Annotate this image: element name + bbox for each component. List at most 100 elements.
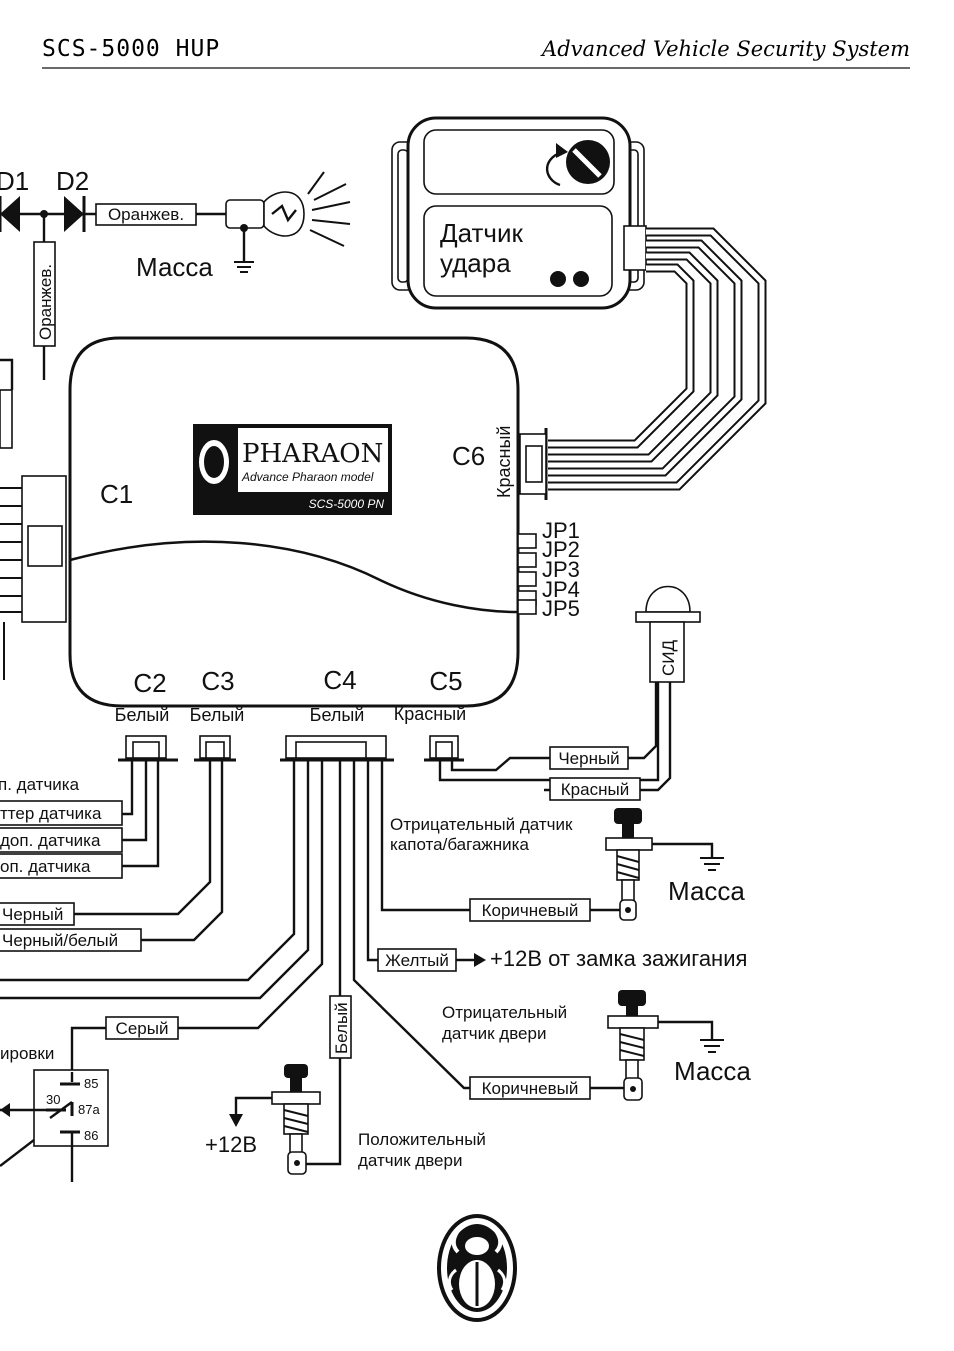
label-c5: C5 — [429, 666, 462, 696]
relay-pin-30: 30 — [46, 1092, 60, 1107]
jumper-jp1[interactable] — [517, 533, 537, 549]
wire-label-brown-2 — [469, 1076, 591, 1100]
hood-sensor-label-2: капота/багажника — [390, 835, 529, 854]
main-unit-body — [68, 336, 520, 708]
door-pos-label-1: Положительный — [358, 1130, 486, 1149]
c3-wires: Черный Черный/белый — [0, 760, 224, 952]
relay: ировки 85 30 87a 86 — [0, 1044, 109, 1182]
door-neg-label-1: Отрицательный — [442, 1003, 567, 1022]
shock-sensor-cable — [548, 227, 767, 491]
led-indicator: СИД — [635, 585, 701, 683]
c6-connector — [519, 428, 548, 500]
logo-brand: PHARAON — [242, 439, 383, 469]
logo-tagline: Advance Pharaon model — [241, 470, 374, 484]
positive-door-sensor: +12В Положительный датчик двери — [205, 1064, 486, 1175]
svg-text:Серый: Серый — [116, 1019, 169, 1038]
lamp-bulb-icon — [263, 191, 305, 237]
wire-label-brown-1 — [469, 898, 591, 922]
shock-sensor-led-1 — [550, 271, 566, 287]
jumper-jp2[interactable] — [517, 552, 537, 568]
wire-label-black-left — [0, 902, 75, 926]
pin-switch-icon — [614, 808, 642, 824]
jumper-jp5[interactable] — [517, 599, 537, 615]
shock-sensor-top-panel — [423, 129, 615, 195]
jumper-jp3[interactable] — [517, 571, 537, 587]
shock-sensor-connector — [623, 225, 647, 271]
wire-label-orange-h — [95, 203, 197, 226]
lamp: Масса — [136, 171, 351, 282]
svg-text:Коричневый: Коричневый — [482, 1079, 579, 1098]
wire-label-gray — [105, 1016, 179, 1040]
logo-model: SCS-5000 PN — [309, 497, 385, 511]
led-label: СИД — [659, 640, 678, 676]
wire-label-black — [549, 746, 629, 770]
svg-text:Черный: Черный — [558, 749, 619, 768]
arrow-left-icon — [0, 1103, 10, 1117]
label-door-ground: Масса — [674, 1056, 751, 1086]
jumper-block: JP1 JP2 JP3 JP4 JP5 — [517, 518, 580, 621]
wire-label-yellow — [377, 948, 457, 972]
left-label-3: доп. датчика — [0, 831, 101, 850]
label-plus12: +12В — [205, 1132, 257, 1157]
hood-sensor: Отрицательный датчик капота/багажника Ма… — [390, 808, 745, 921]
pin-switch-icon — [284, 1064, 308, 1078]
left-label-2: ттер датчика — [0, 804, 102, 823]
svg-text:Желтый: Желтый — [385, 951, 449, 970]
label-hood-ground: Масса — [668, 876, 745, 906]
pin-switch-icon — [618, 990, 646, 1006]
label-c2-color: Белый — [115, 705, 170, 725]
relay-caption: ировки — [0, 1044, 54, 1063]
negative-door-sensor: Отрицательный датчик двери Масса — [442, 990, 751, 1101]
label-d2: D2 — [56, 166, 89, 196]
svg-text:Оранжев.: Оранжев. — [36, 264, 55, 340]
door-neg-label-2: датчик двери — [442, 1024, 546, 1043]
jumper-label-5: JP5 — [542, 596, 580, 621]
shock-sensor: Датчик удара — [391, 116, 647, 310]
main-unit: PHARAON Advance Pharaon model SCS-5000 P… — [68, 336, 520, 725]
label-c2: C2 — [133, 668, 166, 698]
shock-sensor-label-panel — [423, 205, 613, 297]
jumper-label-4: JP4 — [542, 577, 580, 602]
c4-wires: Серый Белый Коричневый Желтый +12В от за… — [0, 760, 747, 1166]
svg-text:Коричневый: Коричневый — [482, 901, 579, 920]
label-c5-color: Красный — [394, 704, 466, 724]
label-c6-color: Красный — [494, 426, 514, 498]
wire-label-white-v — [329, 995, 352, 1059]
relay-pin-86: 86 — [84, 1128, 98, 1143]
c5-wires: Черный Красный — [438, 680, 672, 801]
jumper-label-1: JP1 — [542, 518, 580, 543]
svg-text:Белый: Белый — [332, 1002, 351, 1054]
label-lamp-ground: Масса — [136, 252, 213, 282]
label-ignition: +12В от замка зажигания — [490, 946, 747, 971]
label-c3: C3 — [201, 666, 234, 696]
c2-wires: п. датчика ттер датчика доп. датчика оп.… — [0, 760, 160, 879]
left-label-4: оп. датчика — [0, 857, 91, 876]
label-c1: C1 — [100, 479, 133, 509]
svg-text:Черный/белый: Черный/белый — [2, 931, 118, 950]
svg-text:Красный: Красный — [561, 780, 629, 799]
svg-text:Оранжев.: Оранжев. — [108, 205, 184, 224]
diode-circuit: D1 D2 Оранжев. Оранжев. — [0, 166, 226, 380]
bottom-connectors — [118, 735, 464, 762]
jumper-label-3: JP3 — [542, 557, 580, 582]
shock-sensor-label-1: Датчик — [440, 218, 523, 248]
label-c4: C4 — [323, 665, 356, 695]
arrow-down-icon — [229, 1114, 243, 1127]
left-label-1: п. датчика — [0, 775, 80, 794]
main-unit-seam — [69, 540, 519, 614]
hood-sensor-label-1: Отрицательный датчик — [390, 815, 573, 834]
wire-label-red — [549, 777, 641, 801]
header-title: Advanced Vehicle Security System — [540, 37, 910, 61]
pharaon-emblem — [437, 1214, 517, 1322]
diode-d1-icon — [0, 196, 20, 232]
c1-connector — [0, 358, 67, 680]
led-icon — [645, 585, 691, 613]
shock-sensor-label-2: удара — [440, 248, 511, 278]
svg-text:Черный: Черный — [2, 905, 63, 924]
label-c3-color: Белый — [190, 705, 245, 725]
relay-pin-87a: 87a — [78, 1102, 100, 1117]
wire-label-black-white-left — [0, 928, 142, 952]
header-model: SCS-5000 HUP — [42, 36, 220, 62]
door-pos-label-2: датчик двери — [358, 1151, 462, 1170]
